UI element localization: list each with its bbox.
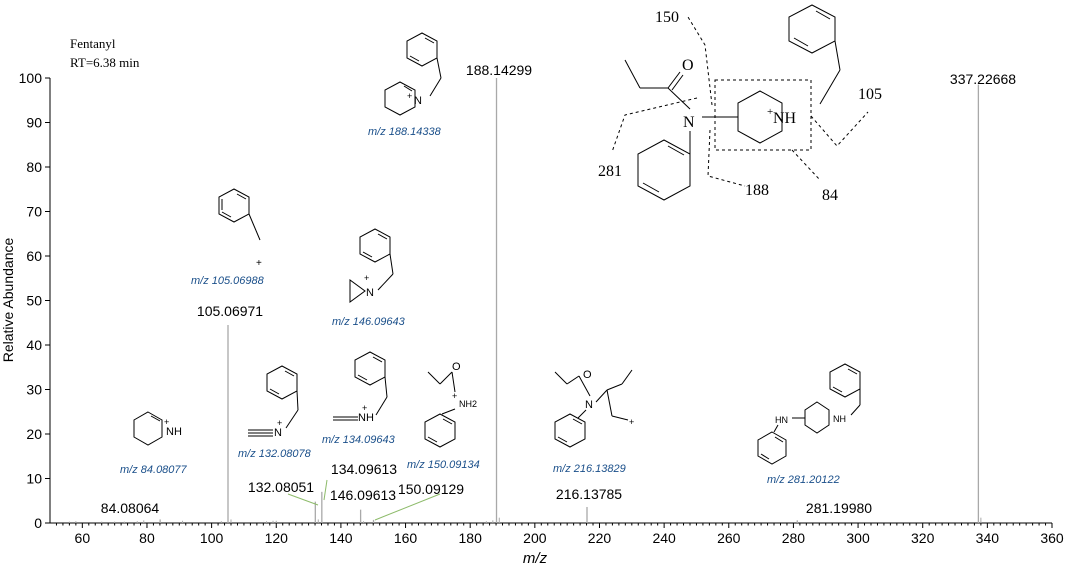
y-tick-label: 60 (26, 248, 42, 264)
chart-title: Fentanyl (70, 36, 116, 51)
minor-peaks (68, 517, 982, 523)
y-tick-label: 10 (26, 471, 42, 487)
x-tick-label: 260 (717, 530, 741, 546)
annotation-281: 281 (598, 163, 622, 180)
charge-188: + (407, 91, 412, 101)
structure-216: O N + (554, 369, 634, 448)
structure-146: N + (349, 228, 394, 303)
atom-n-188: N (414, 95, 422, 107)
structure-150: O NH2 + (424, 361, 477, 448)
x-tick-label: 140 (329, 530, 353, 546)
atom-nh-134: NH (358, 412, 374, 424)
structure-132: N + (248, 365, 299, 439)
axis-ticks: 0 10 20 30 40 50 60 70 80 90 100 60 80 100 120 140 160 18… (19, 70, 1064, 546)
x-tick-label: 300 (846, 530, 870, 546)
peak-label: 281.19980 (806, 500, 872, 516)
atom-n-fentanyl: N (683, 114, 695, 131)
atom-nh-fentanyl: NH (773, 110, 797, 127)
atom-n-132: N (274, 427, 282, 439)
fragment-label-84: m/z 84.08077 (120, 464, 188, 476)
leader-132 (287, 493, 319, 506)
structure-105: + (218, 188, 262, 269)
annotation-150: 150 (655, 9, 679, 26)
y-tick-label: 30 (26, 382, 42, 398)
x-tick-label: 200 (523, 530, 547, 546)
peak-label: 84.08064 (101, 500, 160, 516)
x-tick-label: 180 (459, 530, 483, 546)
peak-label: 134.09613 (331, 461, 397, 477)
fragment-label-188: m/z 188.14338 (368, 126, 442, 138)
fragment-label-105: m/z 105.06988 (191, 275, 265, 287)
x-tick-label: 360 (1040, 530, 1064, 546)
atom-nh-281: NH (833, 414, 846, 424)
atom-nh-84: NH (166, 426, 182, 438)
charge-150: + (452, 391, 457, 401)
fragment-labels: m/z 84.08077 m/z 105.06988 m/z 132.08078… (120, 126, 840, 486)
annotation-105: 105 (858, 86, 882, 103)
charge-105: + (256, 258, 262, 269)
x-tick-label: 100 (200, 530, 224, 546)
x-tick-label: 60 (75, 530, 91, 546)
y-tick-label: 50 (26, 293, 42, 309)
structure-134: NH + (333, 351, 388, 424)
fragment-label-216: m/z 216.13829 (553, 463, 626, 475)
fragment-label-281: m/z 281.20122 (767, 474, 840, 486)
atom-o-150: O (452, 361, 461, 373)
peaks: 84.08064 105.06971 132.08051 134.09613 146.0… (101, 62, 1016, 523)
fragment-label-150: m/z 150.09134 (407, 459, 480, 471)
annotation-84: 84 (822, 187, 838, 204)
fragment-label-132: m/z 132.08078 (238, 448, 312, 460)
x-tick-label: 320 (911, 530, 935, 546)
atom-n-146: N (366, 287, 374, 299)
x-tick-label: 240 (652, 530, 676, 546)
peak-leader-lines (287, 479, 441, 521)
atom-nh2-150: NH2 (459, 399, 477, 409)
y-tick-label: 0 (34, 515, 42, 531)
y-tick-label: 90 (26, 115, 42, 131)
peak-label: 188.14299 (466, 62, 532, 78)
leader-150 (374, 493, 441, 521)
atom-o-fentanyl: O (682, 57, 694, 74)
atom-hn-281: HN (775, 415, 788, 425)
peak-label: 105.06971 (197, 303, 263, 319)
x-tick-label: 220 (588, 530, 612, 546)
y-tick-label: 100 (19, 70, 43, 86)
y-tick-label: 70 (26, 204, 42, 220)
peak-label: 216.13785 (556, 486, 622, 502)
atom-n-216: N (585, 399, 593, 411)
structure-281: NH HN (757, 363, 861, 465)
peak-label: 146.09613 (330, 487, 396, 503)
peak-label: 150.09129 (398, 481, 464, 497)
atom-o-216: O (583, 369, 592, 381)
fragment-structures: NH + + N + (133, 32, 861, 465)
y-tick-label: 40 (26, 337, 42, 353)
fentanyl-structure: NH + N O 150 105 281 188 84 (598, 4, 882, 204)
fragment-label-134: m/z 134.09643 (322, 434, 396, 446)
structure-188: N + (384, 32, 442, 116)
structure-84: NH + (133, 411, 182, 446)
x-axis-label: m/z (523, 550, 548, 567)
peak-label: 337.22668 (950, 71, 1016, 87)
annotation-188: 188 (745, 182, 769, 199)
charge-134: + (362, 403, 367, 413)
y-tick-label: 20 (26, 426, 42, 442)
charge-fentanyl: + (767, 106, 773, 118)
x-tick-label: 280 (782, 530, 806, 546)
y-axis-label: Relative Abundance (0, 238, 16, 363)
peak-label: 132.08051 (248, 479, 314, 495)
x-tick-label: 120 (265, 530, 289, 546)
x-tick-label: 160 (394, 530, 418, 546)
chart-subtitle: RT=6.38 min (70, 55, 140, 70)
leader-134 (323, 479, 328, 501)
x-tick-label: 80 (139, 530, 155, 546)
charge-132: + (277, 418, 282, 428)
charge-216: + (629, 417, 634, 427)
charge-84: + (164, 417, 169, 427)
x-tick-label: 340 (976, 530, 1000, 546)
charge-146: + (364, 273, 369, 283)
fragment-label-146: m/z 146.09643 (332, 316, 406, 328)
y-tick-label: 80 (26, 159, 42, 175)
